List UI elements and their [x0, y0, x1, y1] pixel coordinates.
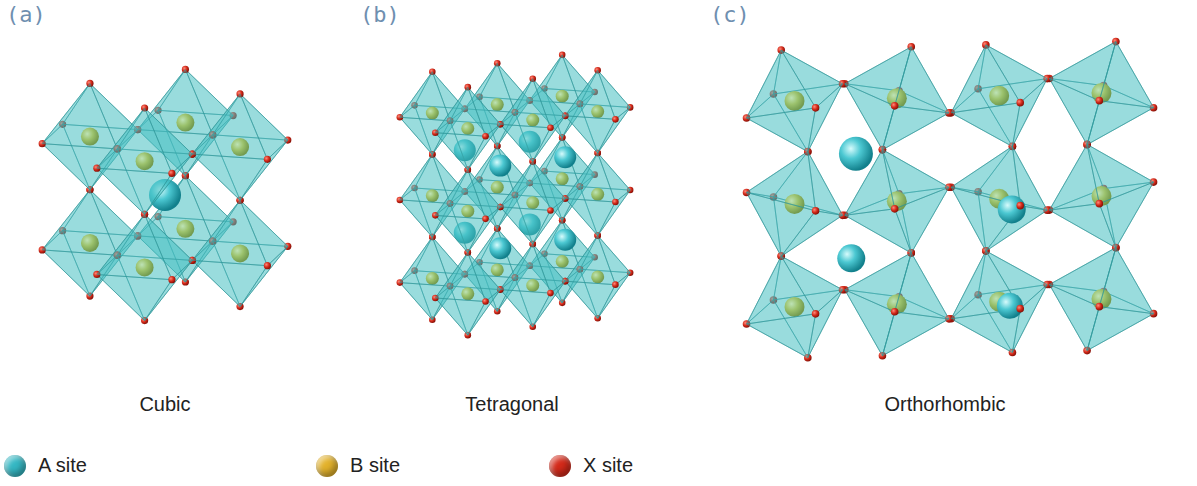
octahedron-face [1087, 101, 1154, 145]
x-site-ion [482, 133, 489, 140]
octahedron-face [1087, 144, 1154, 203]
x-site-ion [1096, 200, 1104, 208]
x-site-ion [812, 310, 820, 318]
octahedron-face [400, 154, 450, 203]
x-site-ion [547, 207, 554, 214]
octahedron-face [435, 215, 485, 252]
octahedron-face [400, 237, 450, 286]
x-site-ion [482, 298, 489, 305]
structure-caption: Tetragonal [465, 392, 558, 416]
x-site-ion [612, 281, 619, 288]
octahedron-face [400, 72, 450, 121]
octahedron-face [747, 152, 816, 211]
a-site-ion [489, 237, 511, 259]
x-site-ion [168, 276, 175, 283]
octahedron-face [42, 190, 117, 255]
legend-text: X site [583, 454, 633, 477]
x-site-ion [264, 262, 271, 269]
x-site-ion [812, 207, 820, 215]
a-site-ion [489, 155, 511, 177]
x-site-ion [1096, 303, 1104, 311]
x-site-ion [168, 170, 175, 177]
octahedron-face [435, 298, 485, 335]
legend-swatch [316, 455, 338, 477]
octahedron-face [895, 253, 949, 319]
a-site-ion [554, 229, 576, 251]
x-site-ion [264, 156, 271, 163]
legend-text: B site [350, 454, 400, 477]
legend-swatch [4, 455, 26, 477]
a-site-ion [837, 244, 865, 272]
octahedron-face [192, 260, 267, 306]
legend-item: A site [4, 454, 87, 477]
cubic-structure [39, 66, 292, 324]
octahedron-face [500, 79, 550, 128]
octahedron-face [435, 87, 485, 136]
octahedron-face [1099, 248, 1153, 314]
octahedron-face [500, 207, 550, 244]
octahedron-face [747, 256, 816, 324]
panel-letter: (a) [6, 2, 46, 28]
octahedron-face [565, 281, 615, 318]
octahedron-face [565, 116, 615, 153]
octahedron-face [192, 94, 267, 159]
x-site-ion [812, 104, 820, 112]
octahedron-face [97, 275, 172, 321]
octahedron-face [895, 47, 949, 113]
octahedron-face [42, 84, 117, 149]
panel-letter: (b) [360, 2, 400, 28]
panel-letter: (c) [710, 2, 750, 28]
structure-caption: Cubic [139, 392, 190, 416]
octahedron-face [435, 253, 485, 302]
orthorhombic-structure [743, 38, 1158, 362]
tetragonal-structure [397, 52, 634, 339]
a-site-ion [839, 137, 873, 171]
octahedron-face [565, 70, 615, 119]
octahedron-face [435, 170, 485, 219]
a-site-ion [998, 195, 1026, 223]
octahedron-face [192, 200, 267, 266]
octahedron-face [500, 290, 550, 327]
x-site-ion [612, 199, 619, 206]
octahedron-face [882, 106, 949, 150]
octahedron-face [882, 150, 949, 209]
octahedron-face [1087, 307, 1154, 351]
octahedron-face [500, 124, 550, 161]
octahedron-face [97, 168, 172, 214]
octahedron-face [747, 50, 816, 118]
octahedron-face [1099, 42, 1153, 108]
octahedron-face [97, 214, 172, 279]
x-site-ion [891, 205, 899, 213]
octahedron-face [565, 199, 615, 236]
x-site-ion [891, 102, 899, 110]
x-site-ion [1016, 99, 1024, 107]
legend-swatch [549, 455, 571, 477]
x-site-ion [482, 216, 489, 223]
octahedron-face [951, 45, 1020, 113]
octahedron-face [97, 108, 172, 173]
x-site-ion [612, 116, 619, 123]
legend-text: A site [38, 454, 87, 477]
structure-caption: Orthorhombic [884, 392, 1005, 416]
a-site-ion [554, 146, 576, 168]
legend-item: B site [316, 454, 400, 477]
octahedron-face [192, 154, 267, 200]
x-site-ion [1016, 202, 1024, 210]
x-site-ion [547, 290, 554, 297]
octahedron-face [435, 133, 485, 170]
x-site-ion [547, 124, 554, 131]
legend-item: X site [549, 454, 633, 477]
x-site-ion [891, 308, 899, 316]
x-site-ion [1096, 97, 1104, 105]
octahedron-face [882, 312, 949, 356]
x-site-ion [1016, 305, 1024, 313]
